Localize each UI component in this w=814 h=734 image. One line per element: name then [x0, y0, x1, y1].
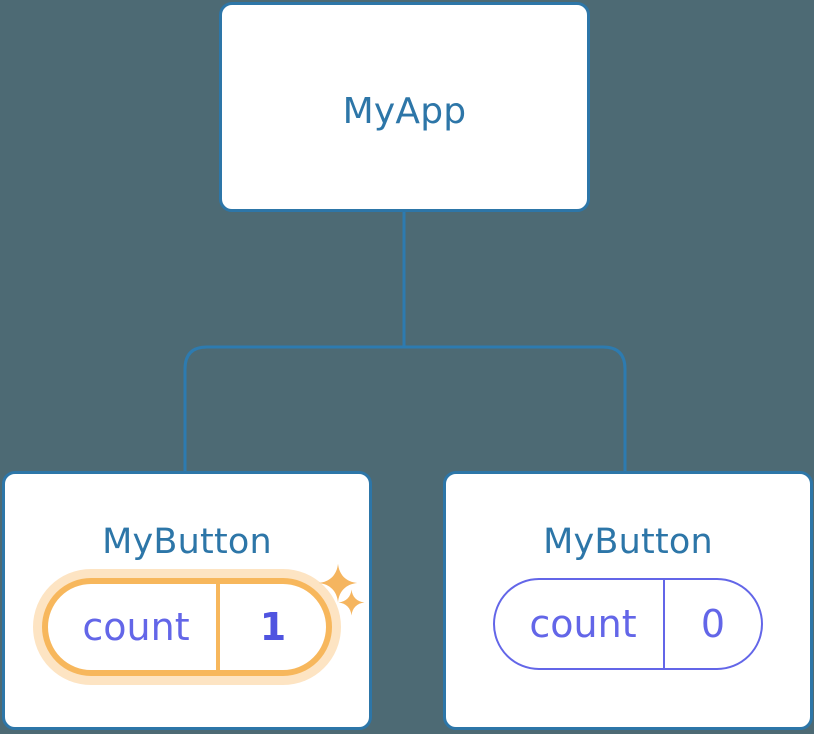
component-node-mybutton-left[interactable]: MyButton count 1 [2, 471, 372, 730]
node-title-mybutton-left: MyButton [102, 522, 272, 562]
prop-value-left: 1 [259, 605, 287, 649]
node-title-mybutton-right: MyButton [543, 522, 713, 562]
prop-pill-right[interactable]: count 0 [493, 578, 763, 670]
prop-key-left: count [82, 605, 190, 649]
edge-to-mybutton-right [404, 345, 627, 471]
edge-to-mybutton-left [183, 345, 404, 471]
prop-pill-wrap-right: count 0 [493, 578, 763, 670]
component-node-myapp[interactable]: MyApp [219, 2, 590, 212]
prop-divider-left [216, 584, 220, 670]
prop-pill-left[interactable]: count 1 [42, 578, 332, 676]
prop-pill-wrap-left: count 1 [42, 578, 332, 676]
component-node-mybutton-right[interactable]: MyButton count 0 [443, 471, 813, 730]
prop-key-right: count [529, 602, 637, 646]
prop-value-right: 0 [700, 602, 726, 646]
prop-divider-right [663, 580, 665, 668]
node-title-myapp: MyApp [342, 91, 467, 132]
